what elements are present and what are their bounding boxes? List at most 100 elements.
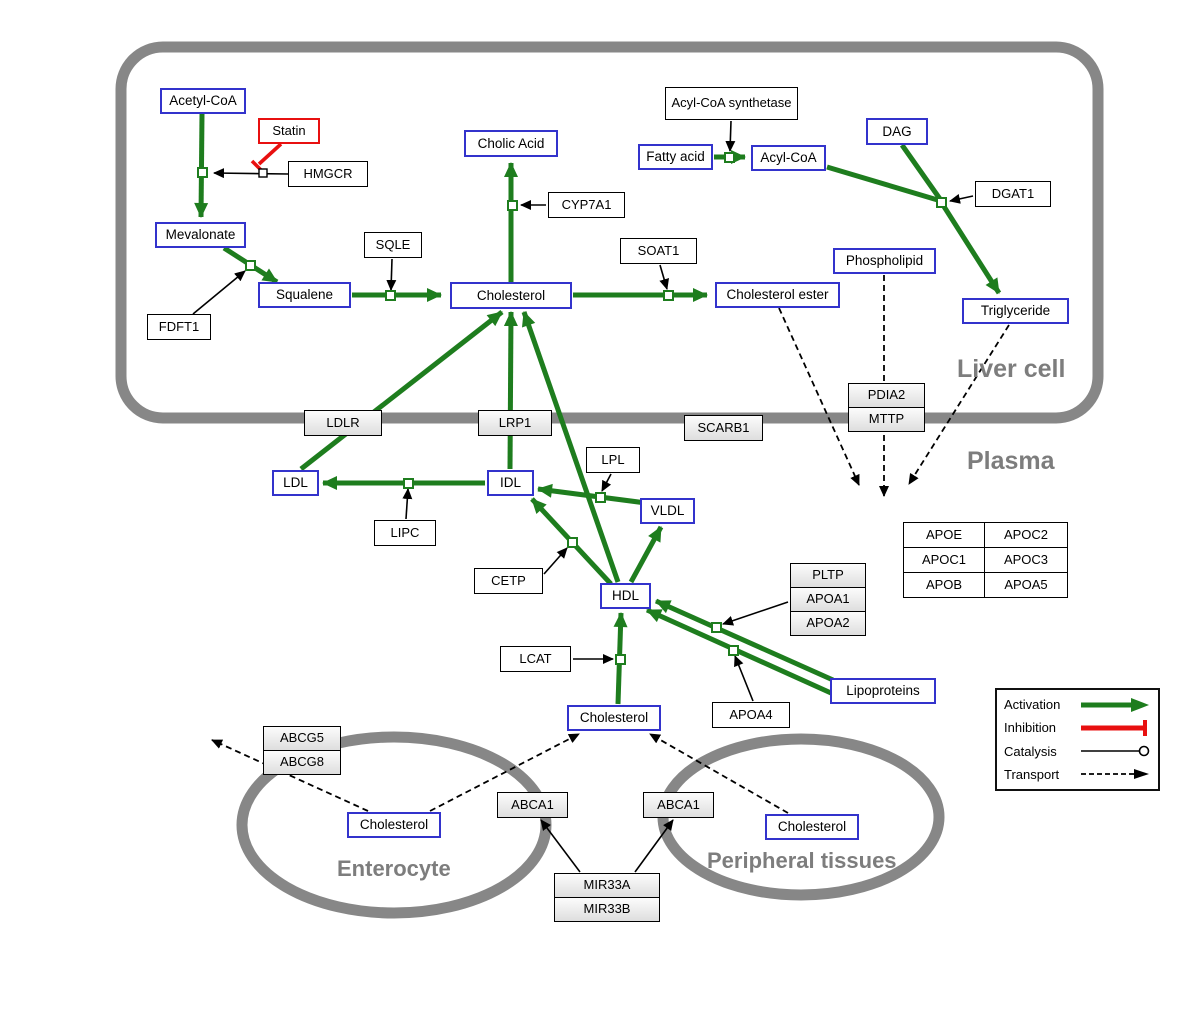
activation-edges (194, 113, 1002, 705)
node-abcg5[interactable]: ABCG5 (263, 726, 341, 751)
hmgcr-anchor-square (258, 168, 268, 178)
legend-catalysis-label: Catalysis (1004, 743, 1057, 759)
edge-hdl-cholesterol-scarb1 (521, 311, 621, 583)
legend-activation-row: Activation (1004, 694, 1151, 716)
inhibition-tbar-icon (1081, 719, 1147, 736)
node-mir33a[interactable]: MIR33A (554, 873, 660, 898)
node-lrp1[interactable]: LRP1 (478, 410, 552, 436)
edge-mir33-abca1-right (634, 819, 674, 873)
edge-enterocyte-cholesterol-plasma (429, 733, 580, 812)
node-dag[interactable]: DAG (866, 118, 928, 145)
edge-cholesterolester-plasma (778, 307, 860, 486)
inhibition-edge (250, 142, 283, 174)
node-mttp[interactable]: MTTP (848, 407, 925, 432)
node-phospholipid[interactable]: Phospholipid (833, 248, 936, 274)
edge-soat1-catalysis (659, 264, 669, 290)
edge-lipoproteins-hdl-upper (654, 598, 835, 683)
node-mir33b[interactable]: MIR33B (554, 897, 660, 922)
node-cholesterol-enterocyte[interactable]: Cholesterol (347, 812, 441, 838)
edge-dag-dgat1node (899, 143, 943, 201)
node-cyp7a1[interactable]: CYP7A1 (548, 192, 625, 218)
node-cholesterol-liver[interactable]: Cholesterol (450, 282, 572, 309)
node-squalene[interactable]: Squalene (258, 282, 351, 308)
node-lpl[interactable]: LPL (586, 447, 640, 473)
node-dgat1[interactable]: DGAT1 (975, 181, 1051, 207)
edge-acylcoasynthetase-catalysis (725, 120, 736, 152)
node-acyl-coa-synthetase[interactable]: Acyl-CoA synthetase (665, 87, 798, 120)
edge-lipc-catalysis (402, 488, 413, 520)
node-mevalonate[interactable]: Mevalonate (155, 222, 246, 248)
node-acetyl-coa[interactable]: Acetyl-CoA (160, 88, 246, 114)
edge-dgat1node-triglyceride (940, 203, 1002, 295)
edge-dgat1-catalysis (949, 193, 974, 204)
node-apoa5[interactable]: APOA5 (984, 572, 1068, 598)
edge-hdl-vldl (628, 525, 664, 584)
node-fatty-acid[interactable]: Fatty acid (638, 144, 713, 170)
reaction-nodes (197, 152, 947, 665)
node-hdl[interactable]: HDL (600, 583, 651, 609)
node-apoc1[interactable]: APOC1 (903, 547, 985, 573)
peripheral-tissues-label: Peripheral tissues (707, 848, 897, 873)
edge-vldl-idl (537, 483, 647, 506)
node-apoe[interactable]: APOE (903, 522, 985, 548)
legend-catalysis-row: Catalysis (1004, 740, 1151, 762)
legend-transport-row: Transport (1004, 763, 1151, 785)
node-pltp[interactable]: PLTP (790, 563, 866, 588)
node-cholesterol-plasma[interactable]: Cholesterol (567, 705, 661, 731)
legend-transport-label: Transport (1004, 766, 1060, 782)
node-vldl[interactable]: VLDL (640, 498, 695, 524)
node-triglyceride[interactable]: Triglyceride (962, 298, 1069, 324)
edge-statin-hmgcr (257, 142, 283, 166)
node-idl[interactable]: IDL (487, 470, 534, 496)
legend: Activation Inhibition Catalysis Transpor… (995, 688, 1160, 791)
edge-acetylcoa-mevalonate (194, 113, 209, 218)
node-cetp[interactable]: CETP (474, 568, 543, 594)
node-apob[interactable]: APOB (903, 572, 985, 598)
node-ldlr[interactable]: LDLR (304, 410, 382, 436)
edge-mir33-abca1-left (540, 819, 581, 873)
liver-cell-label: Liver cell (957, 355, 1066, 383)
edge-acylcoa-dgat1node (826, 164, 942, 204)
node-sqle[interactable]: SQLE (364, 232, 422, 258)
node-apoa4[interactable]: APOA4 (712, 702, 790, 728)
node-soat1[interactable]: SOAT1 (620, 238, 697, 264)
legend-inhibition-row: Inhibition (1004, 717, 1151, 739)
edge-apoa4-catalysis (734, 655, 754, 702)
node-apoa2[interactable]: APOA2 (790, 611, 866, 636)
node-apoc2[interactable]: APOC2 (984, 522, 1068, 548)
node-abca1-enterocyte[interactable]: ABCA1 (497, 792, 568, 818)
node-scarb1[interactable]: SCARB1 (684, 415, 763, 441)
node-cholesterol-ester[interactable]: Cholesterol ester (715, 282, 840, 308)
edge-peripheral-cholesterol-plasma (649, 733, 789, 814)
node-ldl[interactable]: LDL (272, 470, 319, 496)
node-hmgcr[interactable]: HMGCR (288, 161, 368, 187)
node-fdft1[interactable]: FDFT1 (147, 314, 211, 340)
transport-dashed-arrow-icon (1081, 769, 1149, 780)
node-lcat[interactable]: LCAT (500, 646, 571, 672)
enterocyte-label: Enterocyte (337, 856, 451, 881)
edge-cetp-catalysis (543, 547, 568, 575)
plasma-label: Plasma (967, 447, 1055, 475)
edge-triglyceride-plasma (908, 324, 1010, 485)
node-lipoproteins[interactable]: Lipoproteins (830, 678, 936, 704)
node-acyl-coa[interactable]: Acyl-CoA (751, 145, 826, 171)
node-cholesterol-peripheral[interactable]: Cholesterol (765, 814, 859, 840)
edge-apoa-stack-catalysis (722, 601, 789, 626)
node-abca1-peripheral[interactable]: ABCA1 (643, 792, 714, 818)
node-lipc[interactable]: LIPC (374, 520, 436, 546)
legend-activation-label: Activation (1004, 697, 1061, 713)
legend-inhibition-label: Inhibition (1004, 720, 1057, 736)
edge-sqle-catalysis (386, 258, 397, 291)
activation-arrow-icon (1081, 697, 1149, 712)
node-abcg8[interactable]: ABCG8 (263, 750, 341, 775)
catalysis-edges (192, 120, 974, 873)
node-apoa1[interactable]: APOA1 (790, 587, 866, 612)
node-cholic-acid[interactable]: Cholic Acid (464, 130, 558, 157)
catalysis-circle-icon (1081, 745, 1150, 757)
node-apoc3[interactable]: APOC3 (984, 547, 1068, 573)
node-statin[interactable]: Statin (258, 118, 320, 144)
node-pdia2[interactable]: PDIA2 (848, 383, 925, 408)
edge-ldl-cholesterol-ldlr (299, 310, 504, 471)
